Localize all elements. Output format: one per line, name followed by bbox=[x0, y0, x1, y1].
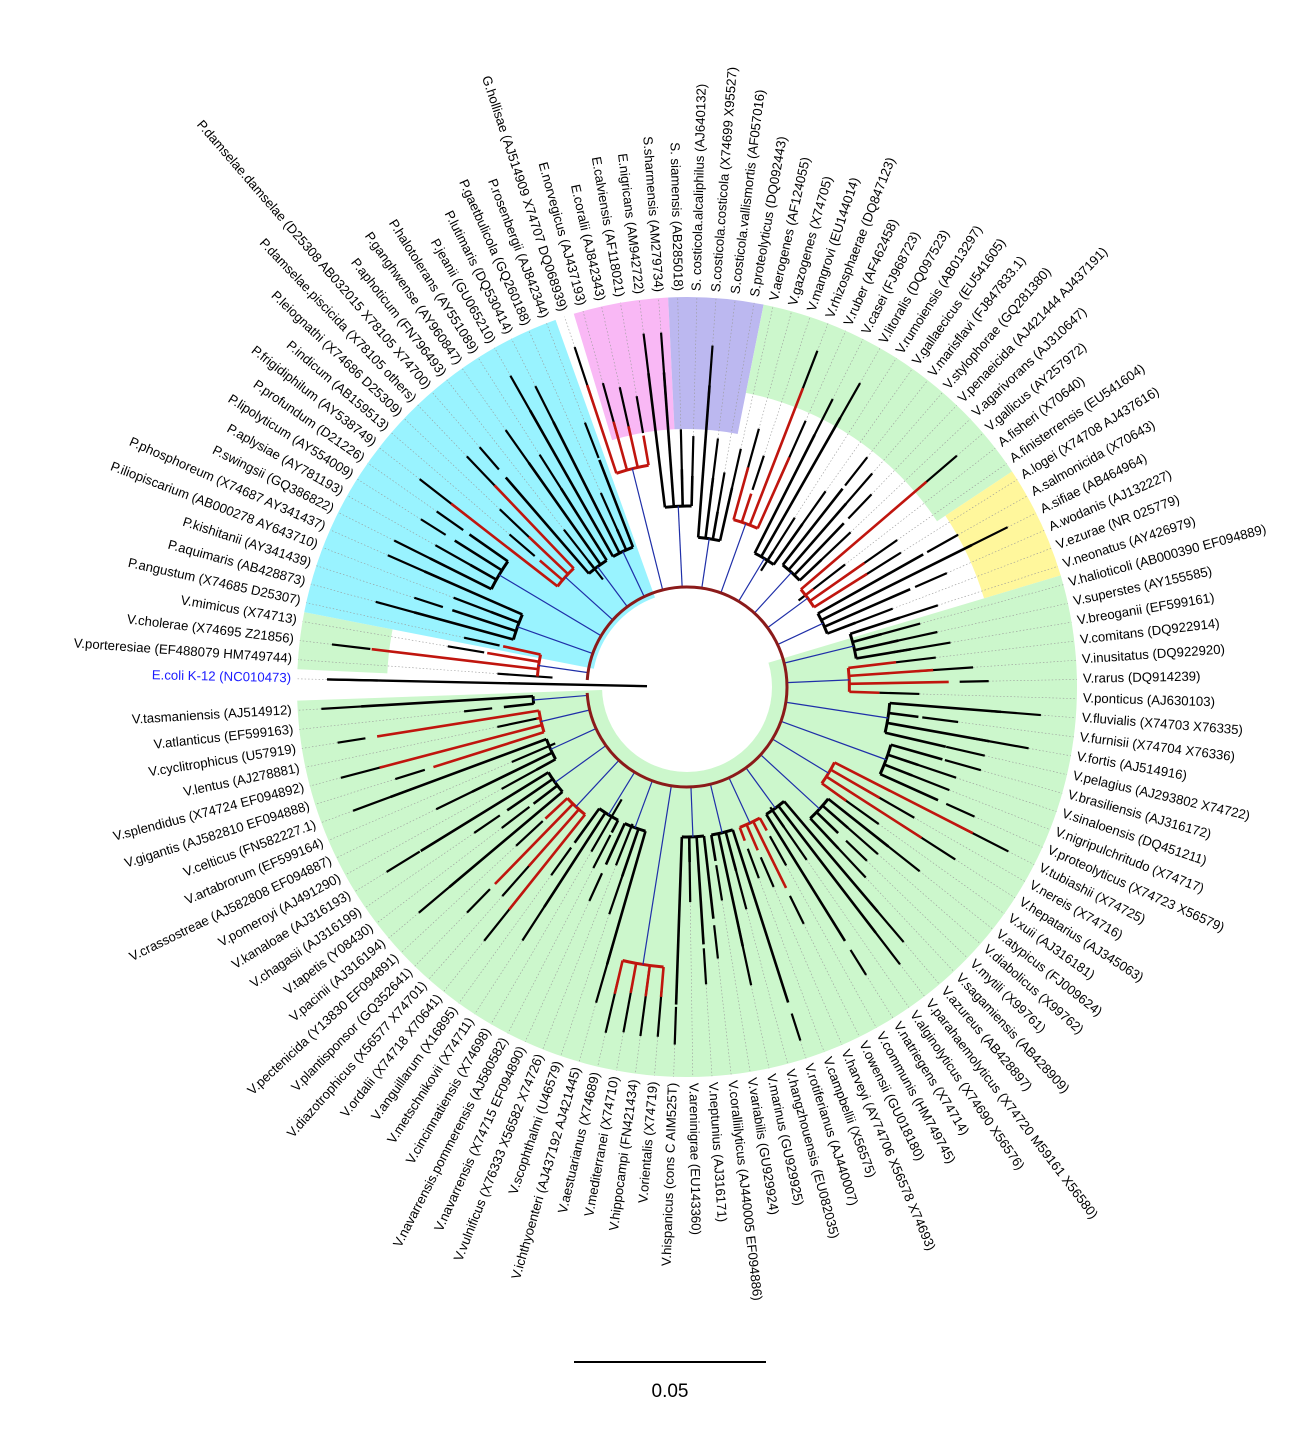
leaf-label: E.coli K-12 (NC010473) bbox=[152, 667, 292, 685]
clade-sectors bbox=[297, 297, 1077, 1077]
terminal-branch bbox=[717, 472, 724, 513]
terminal-branch bbox=[752, 456, 763, 490]
leaf-label: V.rarus (DQ914239) bbox=[1083, 669, 1201, 686]
terminal-branch bbox=[747, 429, 759, 472]
leaf-label: P.damselae.damselae (D25308 AB032015 X78… bbox=[194, 117, 434, 392]
scale-bar: 0.05 bbox=[574, 1362, 766, 1402]
clade-sector-salinivibrio bbox=[668, 297, 763, 434]
terminal-branch bbox=[675, 1007, 676, 1045]
internal-branch bbox=[849, 692, 879, 693]
outgroup-branch bbox=[327, 679, 647, 686]
internal-branch bbox=[631, 826, 632, 828]
terminal-branch bbox=[692, 436, 693, 478]
terminal-branch bbox=[497, 674, 552, 678]
scale-bar-label: 0.05 bbox=[652, 1381, 689, 1402]
backbone-branch bbox=[778, 623, 823, 644]
leaf-label: V.ponticus (AJ630103) bbox=[1083, 690, 1216, 709]
backbone-branch bbox=[678, 506, 682, 587]
backbone-branch bbox=[721, 524, 746, 593]
backbone-branch bbox=[754, 572, 791, 613]
leaf-label: V.hispanicus (cons C AIM525T) bbox=[659, 1082, 680, 1266]
terminal-branch bbox=[927, 535, 958, 552]
internal-branch bbox=[692, 476, 693, 506]
internal-branch bbox=[768, 551, 774, 560]
internal-branch bbox=[643, 436, 648, 466]
leaf-label: S. costicola.alcaliphilus (AJ640132) bbox=[689, 84, 709, 292]
internal-branch bbox=[750, 388, 803, 525]
leaf-label: V.tasmaniensis (AJ514912) bbox=[131, 702, 292, 727]
leaf-label: V.orientalis (X74719) bbox=[635, 1081, 660, 1204]
backbone-branch bbox=[539, 665, 588, 672]
backbone-branch bbox=[768, 598, 808, 628]
leaf-label: V.neptunius (AJ316171) bbox=[706, 1082, 730, 1223]
internal-branch bbox=[536, 718, 540, 719]
terminal-branch bbox=[915, 573, 947, 587]
center-hole bbox=[602, 602, 772, 772]
terminal-branch bbox=[845, 457, 867, 485]
backbone-branch bbox=[702, 539, 709, 588]
leaf-label: V.areninigrae (EU143360) bbox=[686, 1083, 703, 1235]
internal-branch bbox=[682, 469, 683, 506]
internal-branch bbox=[720, 488, 732, 541]
backbone-branch bbox=[739, 559, 765, 602]
terminal-branch bbox=[879, 693, 919, 694]
internal-branch bbox=[706, 478, 713, 538]
leaf-label: S. siamensis (AB285018) bbox=[668, 142, 687, 291]
internal-branch bbox=[824, 589, 910, 627]
internal-branch bbox=[794, 523, 844, 575]
leaf-label: V.inusitatus (DQ922920) bbox=[1081, 642, 1225, 667]
leaf-guide-line bbox=[565, 317, 575, 347]
internal-branch bbox=[806, 589, 814, 595]
leaf-guide-line bbox=[297, 679, 327, 680]
internal-branch bbox=[713, 512, 718, 539]
terminal-branch bbox=[448, 646, 484, 652]
internal-branch bbox=[742, 494, 751, 522]
internal-branch bbox=[783, 489, 843, 565]
terminal-branch bbox=[960, 681, 989, 682]
internal-branch bbox=[800, 560, 822, 581]
